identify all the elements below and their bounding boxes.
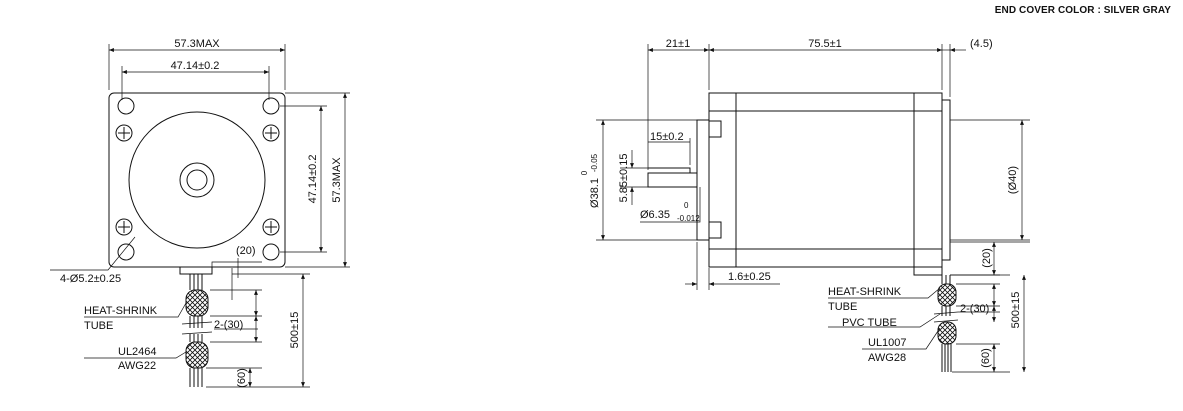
dim-side-lead-length: 500±15	[1010, 292, 1022, 329]
dim-shaft-tol-bot: -0.012	[677, 214, 700, 223]
mount-hole-tl	[117, 97, 135, 115]
dim-holes: 4-Ø5.2±0.25	[60, 273, 121, 285]
front-shaft-outer	[179, 162, 215, 198]
dim-flange: 1.6±0.25	[728, 271, 771, 283]
dim-lead-strip: (60)	[236, 368, 248, 388]
label-side-heat-shrink: HEAT-SHRINK	[828, 286, 902, 298]
front-lead-exit	[179, 266, 213, 275]
label-tube: TUBE	[84, 320, 113, 332]
dim-rear: (4.5)	[970, 38, 993, 50]
mount-hole-tr	[262, 97, 280, 115]
dim-lead-spacing: 2-(30)	[214, 319, 243, 331]
mount-hole-bl	[117, 243, 135, 261]
label-side-wire-type: UL1007	[868, 337, 907, 349]
dim-shaft-tol-top: 0	[684, 201, 689, 210]
label-wire-type: UL2464	[118, 346, 157, 358]
side-view: 21±1 75.5±1 (4.5) 15±0.2 Ø38.1 0 -0.05 5…	[580, 38, 1030, 373]
label-side-wire-gauge: AWG28	[868, 352, 906, 364]
dim-lead-exit: (20)	[236, 245, 256, 257]
dim-boss-tol-bot: -0.05	[590, 153, 599, 172]
front-body-outline	[108, 92, 286, 268]
dim-side-lead-spacing: 2-(30)	[960, 303, 989, 315]
front-shaft-inner	[186, 169, 208, 191]
dim-lead-length: 500±15	[289, 312, 301, 349]
dim-boss-dia: Ø38.1	[589, 178, 601, 208]
label-pvc-tube: PVC TUBE	[842, 317, 897, 329]
dim-height-max: 57.3MAX	[331, 157, 343, 203]
mount-hole-br	[262, 243, 280, 261]
dim-shaft-dia: Ø6.35	[640, 209, 670, 221]
side-rear-cover	[941, 99, 951, 261]
dim-flat-depth: 5.85±0.15	[618, 154, 630, 203]
dim-boss-tol-top: 0	[580, 170, 589, 175]
dim-hole-pitch-v: 47.14±0.2	[307, 155, 319, 204]
label-wire-gauge: AWG22	[118, 360, 156, 372]
screw-icon	[115, 124, 280, 236]
front-boss-circle	[128, 111, 266, 249]
dim-body-length: 75.5±1	[808, 38, 842, 50]
dim-flat-length: 15±0.2	[650, 131, 684, 143]
dim-width-max: 57.3MAX	[174, 38, 220, 50]
label-side-tube: TUBE	[828, 301, 857, 313]
side-shaft	[647, 172, 698, 188]
dim-hole-pitch-h: 47.14±0.2	[171, 60, 220, 72]
front-wire-bundle	[181, 274, 213, 387]
label-heat-shrink: HEAT-SHRINK	[84, 305, 158, 317]
side-wire-bundle	[933, 275, 959, 372]
dim-shaft-length: 21±1	[666, 38, 690, 50]
dim-side-lead-strip: (60)	[980, 348, 992, 368]
side-body	[708, 92, 943, 268]
dim-side-lead-exit: (20)	[981, 248, 993, 268]
dim-rear-dia: (Ø40)	[1007, 166, 1019, 194]
end-cover-note: END COVER COLOR : SILVER GRAY	[994, 5, 1171, 16]
front-view: 57.3MAX 47.14±0.2 47.14±0.2 57.3MAX 4-Ø5…	[50, 38, 350, 388]
